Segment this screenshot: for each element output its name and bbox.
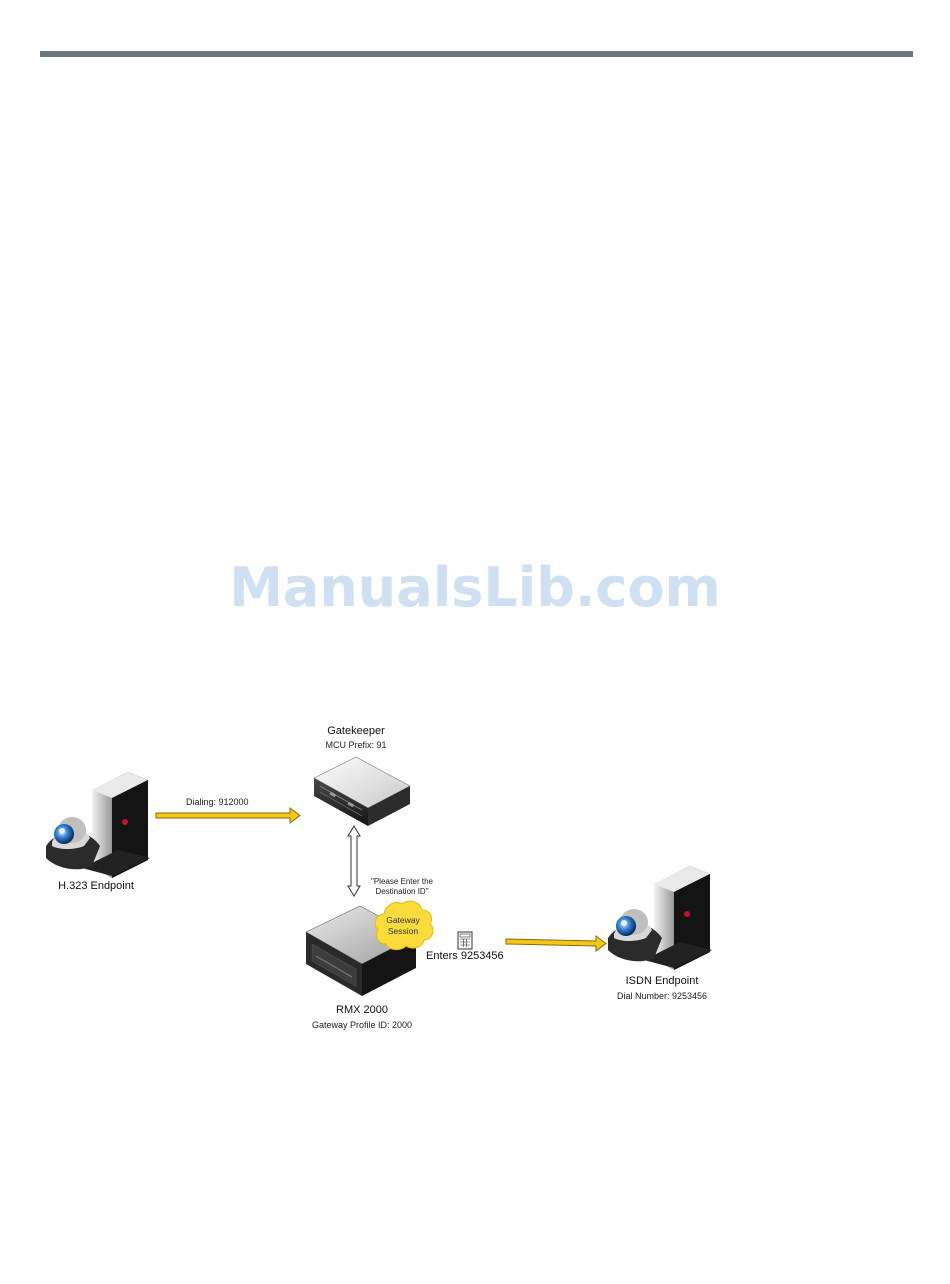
isdn-endpoint-title: ISDN Endpoint <box>612 975 712 987</box>
gateway-session-line2: Session <box>380 926 426 936</box>
gatekeeper-subtitle: MCU Prefix: 91 <box>306 740 406 750</box>
dialing-arrow <box>156 808 300 823</box>
prompt-label-line2: Destination ID" <box>360 887 444 897</box>
enters-label: Enters 9253456 <box>426 950 504 962</box>
h323-endpoint-title: H.323 Endpoint <box>46 880 146 892</box>
gatekeeper-title: Gatekeeper <box>306 725 406 737</box>
rmx-subtitle: Gateway Profile ID: 2000 <box>302 1020 422 1030</box>
isdn-arrow <box>506 936 606 951</box>
rmx-title: RMX 2000 <box>312 1004 412 1016</box>
isdn-endpoint-icon <box>608 866 712 970</box>
gatekeeper-server-icon <box>314 757 410 826</box>
isdn-endpoint-subtitle: Dial Number: 9253456 <box>602 991 722 1001</box>
gateway-session-line1: Gateway <box>380 915 426 925</box>
gatekeeper-rmx-double-arrow <box>348 826 360 896</box>
h323-endpoint-icon <box>46 772 150 878</box>
keypad-icon <box>458 932 472 949</box>
prompt-label-line1: "Please Enter the <box>360 877 444 887</box>
dialing-label: Dialing: 912000 <box>186 797 249 807</box>
